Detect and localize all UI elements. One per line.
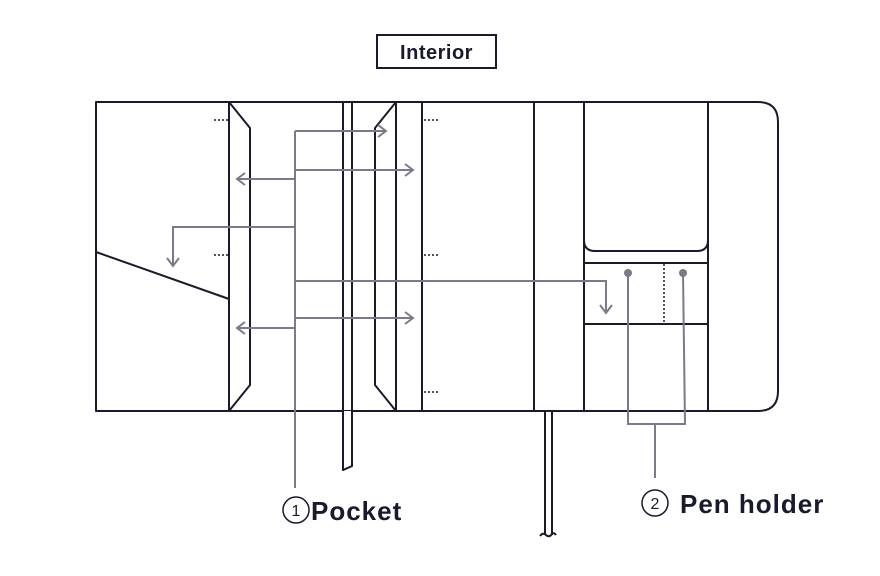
number-circle-icon (641, 489, 669, 517)
right-panel (583, 102, 709, 411)
pocket-text: Pocket (311, 496, 402, 526)
strap-ribbon-tail (342, 411, 353, 471)
bookmark-ribbon (539, 410, 557, 538)
number-circle-icon (282, 496, 310, 524)
title-box: Interior (376, 34, 497, 69)
strap-ribbon-inside (342, 102, 353, 411)
cover-outline (95, 101, 779, 412)
left-flap (214, 101, 251, 412)
pen-holder-label: 2 Pen holder (641, 489, 824, 519)
pocket-annotation (166, 124, 613, 488)
card-slot (583, 102, 709, 252)
diagonal-pocket-edge (95, 251, 230, 300)
pen-holder-number: 2 (651, 496, 660, 513)
pocket-label: 1 Pocket (282, 496, 402, 526)
right-flap (374, 101, 438, 412)
pen-holder-annotation (624, 269, 687, 478)
pen-holder-text: Pen holder (680, 489, 824, 519)
title: Interior (400, 42, 473, 64)
pocket-number: 1 (292, 503, 301, 520)
